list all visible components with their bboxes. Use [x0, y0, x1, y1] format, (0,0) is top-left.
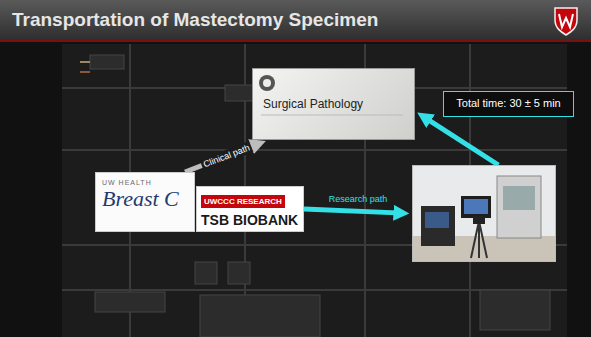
place-box: UW HEALTHBreast C	[95, 172, 195, 232]
logo-subtitle: UW HEALTH	[102, 179, 188, 186]
place-box: Surgical Pathology	[252, 68, 415, 140]
biobank-name: TSB BIOBANK	[201, 212, 299, 228]
photo-box	[412, 165, 556, 262]
university-crest	[553, 6, 579, 36]
path-label: Research path	[327, 193, 390, 205]
note-text: Total time: 30 ± 5 min	[450, 97, 567, 109]
research-banner: UWCCC RESEARCH	[201, 195, 285, 208]
place-box: Total time: 30 ± 5 min	[443, 91, 574, 117]
logo-title: Breast C	[102, 186, 188, 212]
path-arrow	[423, 116, 499, 165]
place-box: UWCCC RESEARCH TSB BIOBANK	[196, 186, 304, 232]
slide-title: Transportation of Mastectomy Specimen	[12, 9, 378, 31]
sign-text: Surgical Pathology	[263, 97, 406, 111]
lab-equipment-photo	[413, 166, 555, 261]
path-arrow	[304, 209, 403, 213]
